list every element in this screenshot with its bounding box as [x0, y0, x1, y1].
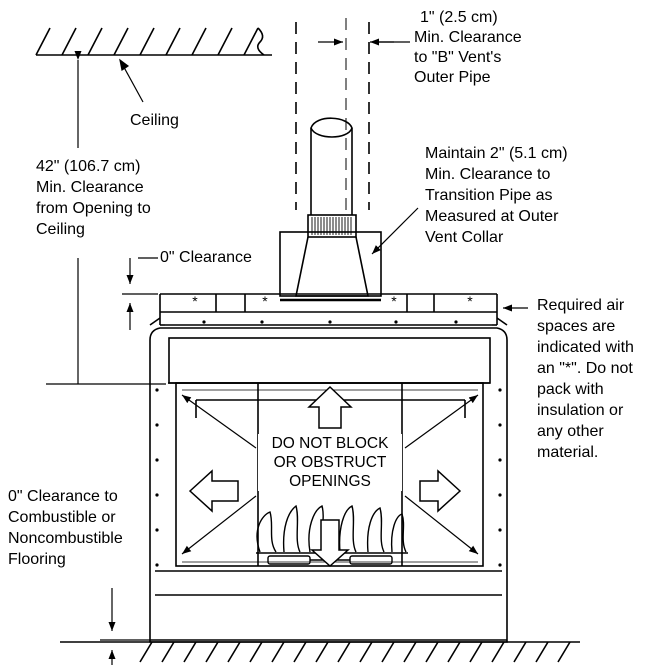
floor-clearance-line: Combustible or: [8, 509, 116, 526]
openings-warning-line: DO NOT BLOCK: [258, 434, 402, 453]
openings-warning-line: OR OBSTRUCT: [258, 453, 402, 472]
air-spaces-line: Required air: [537, 297, 625, 314]
ceiling-dimension-line: [46, 51, 166, 385]
top-clearance-label: 0" Clearance: [160, 249, 252, 266]
down-block-arrow: [310, 519, 350, 568]
air-space-marker: *: [467, 293, 473, 309]
ceiling-clearance-line: 42" (106.7 cm): [36, 158, 141, 175]
vent-clearance-line: 1" (2.5 cm): [420, 9, 498, 26]
air-spaces-note: Required air spaces are indicated with a…: [537, 295, 634, 463]
vent-pipe: [279, 18, 382, 302]
vent-clearance-line: to "B" Vent's: [414, 49, 502, 66]
ceiling: [35, 27, 272, 56]
air-space-markers: * * * *: [192, 293, 473, 309]
floor-clearance-line: 0" Clearance to: [8, 488, 118, 505]
air-space-marker: *: [192, 293, 198, 309]
air-spaces-line: pack with: [537, 381, 604, 398]
ceiling-clearance-label: 42" (106.7 cm) Min. Clearance from Openi…: [36, 156, 151, 240]
fireplace-top: [159, 293, 498, 326]
transition-clearance-line: Maintain 2" (5.1 cm): [425, 145, 568, 162]
vent-clearance-line: Outer Pipe: [414, 69, 491, 86]
openings-warning-line: OPENINGS: [258, 472, 402, 491]
vent-clearance-line: Min. Clearance: [414, 29, 522, 46]
transition-clearance-line: Transition Pipe as: [425, 187, 553, 204]
transition-clearance-line: Min. Clearance to: [425, 166, 551, 183]
ceiling-clearance-line: Ceiling: [36, 221, 85, 238]
fastener-dots: [155, 320, 502, 567]
floor-clearance-dimension: [100, 588, 150, 665]
floor-clearance-label: 0" Clearance to Combustible or Noncombus…: [8, 486, 123, 570]
floor-clearance-line: Noncombustible: [8, 528, 123, 549]
air-spaces-line: any other: [537, 423, 604, 440]
right-block-arrow: [419, 469, 462, 513]
openings-warning: DO NOT BLOCK OR OBSTRUCT OPENINGS: [258, 434, 402, 491]
corner-air-arrows: [181, 394, 479, 555]
transition-clearance-line: Measured at Outer: [425, 208, 559, 225]
floor-clearance-line: Flooring: [8, 551, 66, 568]
air-space-marker: *: [262, 293, 268, 309]
ceiling-label: Ceiling: [130, 112, 179, 129]
air-space-marker: *: [391, 293, 397, 309]
air-spaces-line: an "*". Do not: [537, 360, 633, 377]
ceiling-clearance-line: from Opening to: [36, 200, 151, 217]
air-spaces-line: material.: [537, 444, 599, 461]
air-spaces-line: spaces are: [537, 318, 616, 335]
floor: [60, 641, 580, 663]
air-spaces-line: insulation or: [537, 402, 624, 419]
air-spaces-line: indicated with: [537, 339, 634, 356]
block-arrows: [188, 385, 462, 568]
transition-clearance-line: Vent Collar: [425, 229, 504, 246]
up-block-arrow: [307, 385, 353, 429]
transition-leader: [371, 207, 419, 255]
left-block-arrow: [188, 469, 239, 513]
vent-clearance-label: 1" (2.5 cm) Min. Clearance to "B" Vent's…: [414, 8, 522, 88]
top-clearance-dimension: [122, 257, 158, 330]
transition-clearance-label: Maintain 2" (5.1 cm) Min. Clearance to T…: [425, 143, 568, 248]
ceiling-clearance-line: Min. Clearance: [36, 179, 144, 196]
